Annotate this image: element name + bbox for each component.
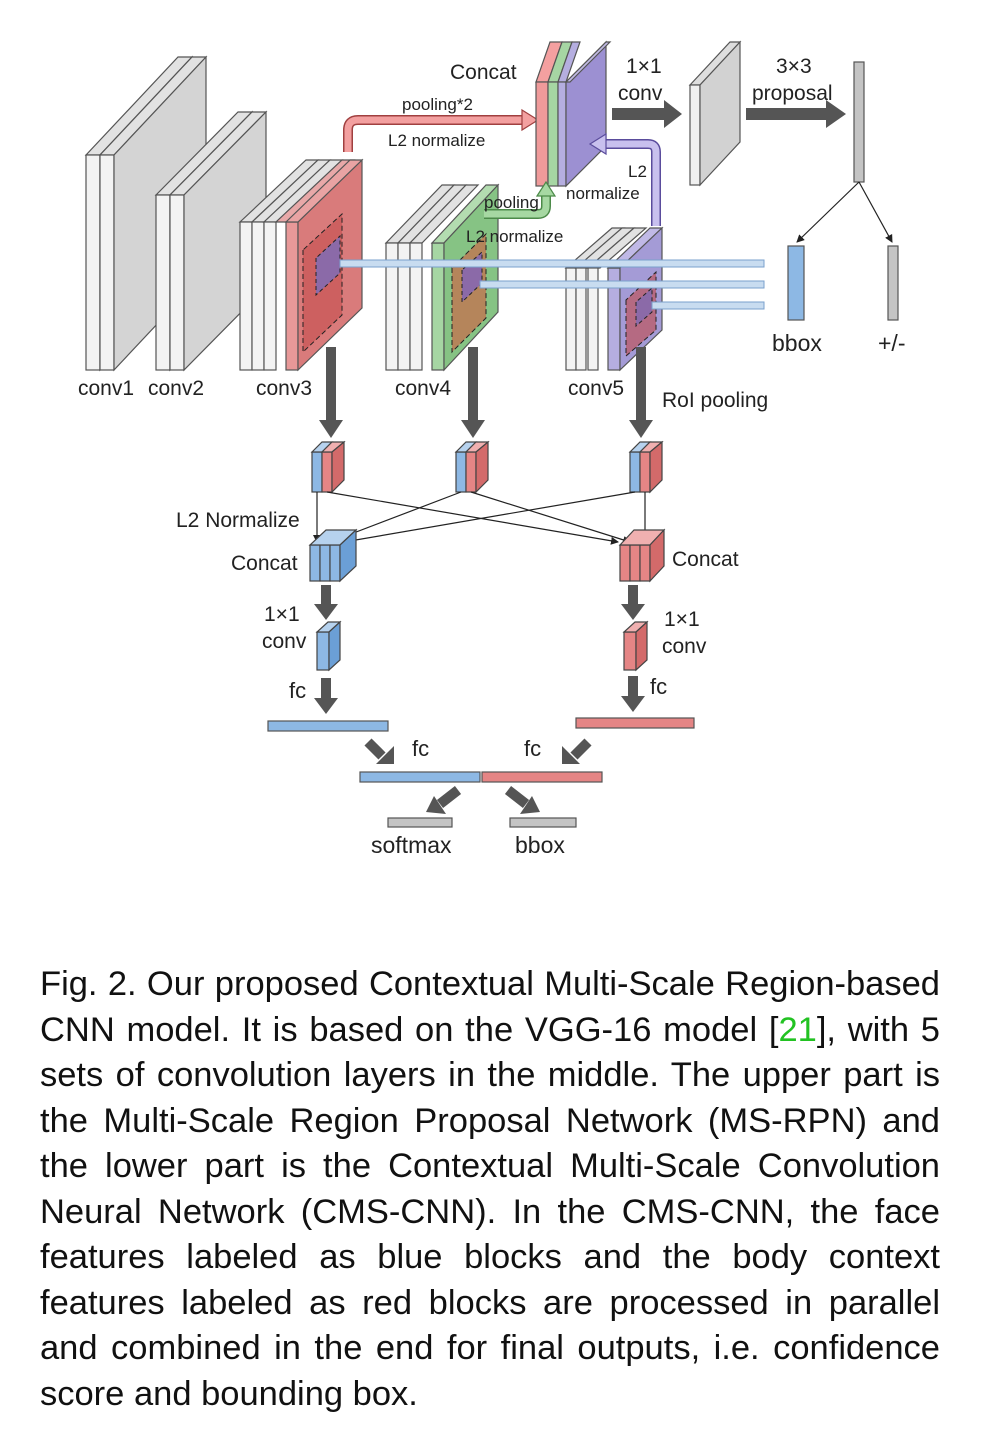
architecture-diagram: conv1 conv2 conv3 conv4 conv5 Concat poo… xyxy=(78,40,905,858)
l2-normalize-bottom-label: L2 Normalize xyxy=(176,509,300,532)
bbox-label: bbox xyxy=(515,832,565,858)
fc-body-bar-1 xyxy=(575,717,695,729)
fc-body-bar-2 xyxy=(481,771,603,783)
proposal-split-right xyxy=(858,181,893,243)
conv-right-size-label: 1×1 xyxy=(664,608,700,631)
pooling2-label: pooling*2 xyxy=(402,95,473,114)
top-concat-label: Concat xyxy=(450,61,517,84)
top-concat-block xyxy=(535,40,612,188)
concat-left-label: Concat xyxy=(231,552,298,575)
pooled-features-conv5 xyxy=(628,440,664,494)
caption-text-2: ], with 5 sets of convolution layers in … xyxy=(40,1010,940,1413)
pooled-features-conv3 xyxy=(310,440,346,494)
conv-body-block xyxy=(622,620,649,672)
proposal-size-label: 3×3 xyxy=(776,55,812,78)
conv5-roi xyxy=(625,270,657,358)
fc-right-2-label: fc xyxy=(524,736,541,761)
conv-face-block xyxy=(315,620,342,672)
citation-link[interactable]: 21 xyxy=(778,1010,817,1049)
conv4-label: conv4 xyxy=(395,377,451,400)
conv3-label: conv3 xyxy=(256,377,312,400)
pooled-features-conv4 xyxy=(454,440,490,494)
fc-face-bar-2 xyxy=(359,771,481,783)
fc-left-2-label: fc xyxy=(412,736,429,761)
figure-caption: Fig. 2. Our proposed Contextual Multi-Sc… xyxy=(40,962,940,1417)
l2-normalize-top-label: L2 normalize xyxy=(388,131,485,150)
conv-right-label: conv xyxy=(662,635,707,658)
conv-left-size-label: 1×1 xyxy=(264,603,300,626)
output-arrow-left xyxy=(426,786,462,814)
concat-face-block xyxy=(308,528,358,583)
conv-left-label: conv xyxy=(262,630,307,653)
fc-left-1-label: fc xyxy=(289,678,306,703)
conv5-label: conv5 xyxy=(568,377,624,400)
concat-right-label: Concat xyxy=(672,548,739,571)
conv2-label: conv2 xyxy=(148,377,204,400)
rpn-cls-output xyxy=(887,245,899,321)
roi-projection-lines xyxy=(339,259,765,310)
conv4-block xyxy=(384,183,500,372)
roi-pooling-label: RoI pooling xyxy=(662,389,768,412)
pooling-arrow-green xyxy=(484,180,557,219)
l2-label: L2 xyxy=(628,162,647,181)
top-conv-arrow xyxy=(612,100,682,128)
fc-diag-arrow-left xyxy=(364,738,394,764)
normalize-label: normalize xyxy=(566,184,640,203)
bbox-bar xyxy=(509,817,577,828)
conv1-label: conv1 xyxy=(78,377,134,400)
top-1x1-conv-block xyxy=(688,40,742,187)
conv3-roi xyxy=(302,212,343,354)
output-arrow-right xyxy=(504,786,540,814)
concat-connections xyxy=(313,491,649,545)
top-conv-size-label: 1×1 xyxy=(626,55,662,78)
softmax-bar xyxy=(387,817,453,828)
rpn-bbox-label: bbox xyxy=(772,330,822,356)
fc-right-1-label: fc xyxy=(650,674,667,699)
fc-diag-arrow-right xyxy=(562,738,592,764)
proposal-label: proposal xyxy=(752,82,833,105)
proposal-feature-bar xyxy=(853,61,865,183)
bottom-conv-arrows xyxy=(314,585,645,620)
rpn-bbox-output xyxy=(787,245,805,321)
l2-normalize-mid-label: L2 normalize xyxy=(466,227,563,246)
caption-text-1: Fig. 2. Our proposed Contextual Multi-Sc… xyxy=(40,965,940,1049)
pooling-arrow-red xyxy=(343,108,540,152)
proposal-split-left xyxy=(796,181,860,243)
roi-down-arrows xyxy=(319,347,653,438)
proposal-arrow xyxy=(746,100,846,128)
concat-body-block xyxy=(618,528,666,583)
softmax-label: softmax xyxy=(371,832,452,858)
pooling-label: pooling xyxy=(484,193,539,212)
fc-face-bar-1 xyxy=(267,720,389,732)
l2-arrow-purple xyxy=(588,132,661,226)
top-conv-label: conv xyxy=(618,82,663,105)
fc-arrows xyxy=(314,676,645,714)
rpn-plusminus-label: +/- xyxy=(878,330,905,356)
